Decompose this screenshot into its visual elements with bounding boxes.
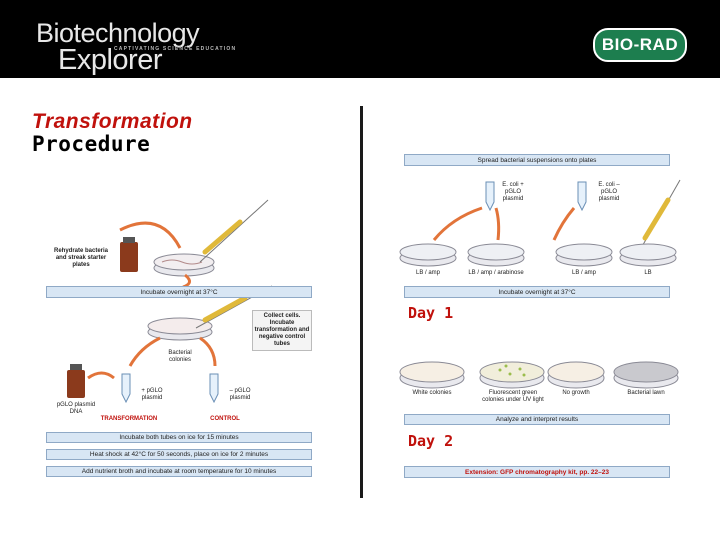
title-line1: Transformation bbox=[32, 110, 193, 133]
label-ecoli-plus: E. coli + pGLO plasmid bbox=[502, 182, 524, 202]
label-bacterial-colonies: Bacterial colonies bbox=[168, 350, 192, 363]
inoculation-loop-icon bbox=[202, 219, 243, 255]
label-rehydrate: Rehydrate bacteria and streak starter pl… bbox=[53, 248, 109, 268]
label-collect-cells: Collect cells. Incubate transformation a… bbox=[252, 310, 312, 351]
label-ecoli-minus: E. coli – pGLO plasmid bbox=[598, 182, 620, 202]
step-ice: Incubate both tubes on ice for 15 minute… bbox=[46, 432, 312, 443]
label-tube-plus: + pGLO plasmid bbox=[141, 388, 163, 401]
result-label-3: No growth bbox=[562, 390, 590, 396]
result-label-1: White colonies bbox=[412, 390, 452, 396]
plate-label-4: LB bbox=[644, 270, 652, 276]
label-transformation: TRANSFORMATION bbox=[100, 416, 158, 422]
step-incubate-overnight-right: Incubate overnight at 37°C bbox=[404, 286, 670, 298]
logo-line1: Biotechnology bbox=[36, 18, 200, 48]
plate-label-2: LB / amp / arabinose bbox=[468, 270, 524, 276]
logo-subtitle: CAPTIVATING SCIENCE EDUCATION bbox=[114, 46, 237, 52]
result-label-2: Fluorescent green colonies under UV ligh… bbox=[482, 390, 544, 403]
plate-label-3: LB / amp bbox=[571, 270, 596, 276]
header-banner: Biotechnology Explorer CAPTIVATING SCIEN… bbox=[0, 0, 720, 78]
step-analyze: Analyze and interpret results bbox=[404, 414, 670, 425]
center-divider bbox=[360, 106, 363, 498]
plasmid-bottle-icon bbox=[120, 242, 138, 272]
label-tube-minus: – pGLO plasmid bbox=[229, 388, 251, 401]
step-incubate-overnight-left: Incubate overnight at 37°C bbox=[46, 286, 312, 298]
plate-label-1: LB / amp bbox=[415, 270, 440, 276]
day-1-label: Day 1 bbox=[408, 304, 454, 322]
step-nutrient-broth: Add nutrient broth and incubate at room … bbox=[46, 466, 312, 477]
day-2-label: Day 2 bbox=[408, 432, 454, 450]
step-heat-shock: Heat shock at 42°C for 50 seconds, place… bbox=[46, 449, 312, 460]
label-control: CONTROL bbox=[210, 416, 240, 422]
logo-line2: Explorer bbox=[58, 44, 163, 76]
step-spread: Spread bacterial suspensions onto plates bbox=[404, 154, 670, 166]
label-pglo-dna: pGLO plasmid DNA bbox=[56, 402, 96, 415]
bio-rad-logo: BIO-RAD bbox=[593, 28, 687, 62]
result-label-4: Bacterial lawn bbox=[627, 390, 665, 396]
title-line2: Procedure bbox=[32, 132, 151, 156]
tube-icon bbox=[121, 373, 131, 404]
step-extension: Extension: GFP chromatography kit, pp. 2… bbox=[404, 466, 670, 478]
